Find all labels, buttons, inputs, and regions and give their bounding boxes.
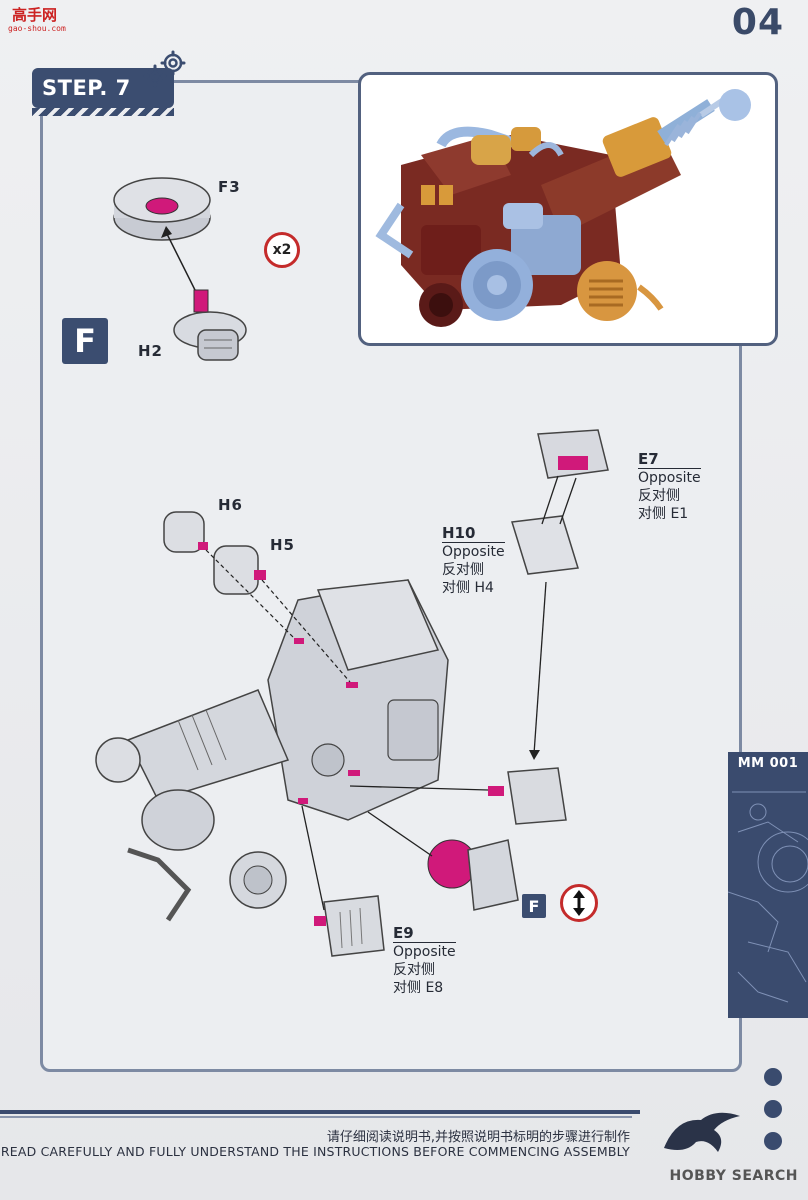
label-h10-ref: 对侧 H4 xyxy=(442,580,494,596)
side-plate-shape xyxy=(488,767,567,825)
footer-instruction-en: READ CAREFULLY AND FULLY UNDERSTAND THE … xyxy=(0,1144,630,1159)
label-h10-group: H10 Opposite 反对侧 对侧 H4 xyxy=(442,524,505,597)
site-logo: 高手网 gao-shou.com xyxy=(6,4,96,34)
section-f-badge: F xyxy=(62,318,108,364)
page-number: 04 xyxy=(731,2,784,43)
page-dot xyxy=(764,1132,782,1150)
assembled-photo xyxy=(358,72,778,346)
label-h6: H6 xyxy=(218,496,243,514)
flip-f-badge: F xyxy=(522,894,546,918)
label-e7-ref: 对侧 E1 xyxy=(638,506,689,522)
part-f-vent-shape xyxy=(427,839,519,911)
label-h2: H2 xyxy=(138,342,163,360)
label-h10: H10 xyxy=(442,524,505,543)
footer-rule-thin xyxy=(0,1116,632,1118)
label-e9-group: E9 Opposite 反对侧 对侧 E8 xyxy=(393,924,456,997)
assembled-model-illustration xyxy=(375,89,751,327)
site-logo-text: 高手网 xyxy=(12,6,58,24)
part-h5-shape xyxy=(213,545,266,595)
part-h2-shape xyxy=(173,289,247,361)
label-h10-cn: 反对侧 xyxy=(442,562,484,578)
page-dots xyxy=(764,1068,782,1164)
label-h10-opposite: Opposite xyxy=(442,544,505,560)
flip-vertical-icon xyxy=(560,884,598,922)
label-e7-cn: 反对侧 xyxy=(638,488,680,504)
part-h10-shape xyxy=(511,515,579,575)
part-e7-shape xyxy=(537,429,609,479)
page-dot xyxy=(764,1068,782,1086)
label-f3: F3 xyxy=(218,178,241,196)
body-assembly-shape xyxy=(95,579,449,922)
side-tab-title: MM 001 xyxy=(737,756,799,771)
creature-logo-icon xyxy=(664,1112,740,1152)
label-e9: E9 xyxy=(393,924,456,943)
hobby-search-watermark: HOBBY SEARCH xyxy=(669,1168,798,1184)
step-label: STEP. 7 xyxy=(42,76,131,100)
label-e9-ref: 对侧 E8 xyxy=(393,980,444,996)
label-e7-group: E7 Opposite 反对侧 对侧 E1 xyxy=(638,450,701,523)
quantity-x2-icon: x2 xyxy=(264,232,300,268)
sub-step-f-diagram xyxy=(113,177,247,361)
step-badge: STEP. 7 xyxy=(32,68,174,116)
site-url: gao-shou.com xyxy=(8,24,66,33)
label-e9-cn: 反对侧 xyxy=(393,962,435,978)
part-f3-shape xyxy=(113,177,211,241)
label-e7: E7 xyxy=(638,450,701,469)
footer-instruction-cn: 请仔细阅读说明书,并按照说明书标明的步骤进行制作 xyxy=(326,1130,630,1145)
part-e9-shape xyxy=(314,895,385,957)
label-h5: H5 xyxy=(270,536,295,554)
label-e9-opposite: Opposite xyxy=(393,944,456,960)
page-dot xyxy=(764,1100,782,1118)
main-assembly-diagram xyxy=(95,429,609,957)
footer-rule xyxy=(0,1110,640,1114)
assembly-arrow-f xyxy=(165,231,201,301)
side-tab-illustration xyxy=(727,791,808,1003)
step-badge-hatch xyxy=(32,108,174,116)
gear-icon xyxy=(143,50,186,88)
side-tab xyxy=(727,752,808,1018)
label-e7-opposite: Opposite xyxy=(638,470,701,486)
part-h6-shape xyxy=(163,511,208,553)
arrow-head xyxy=(161,226,172,238)
